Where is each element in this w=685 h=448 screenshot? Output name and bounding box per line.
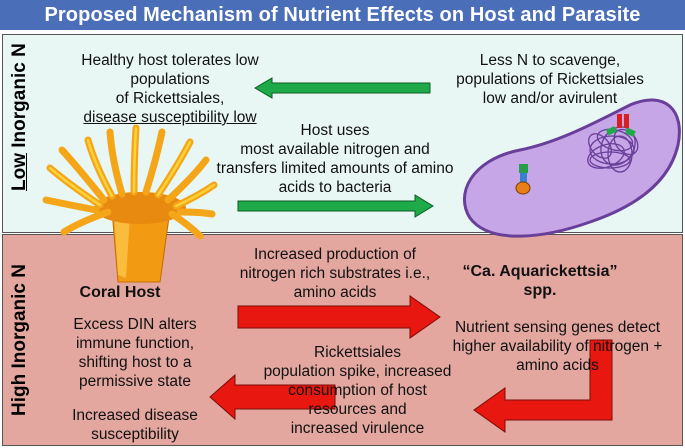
healthy-host-text: Healthy host tolerates low populations o… — [55, 51, 285, 127]
increased-production-text: Increased production of nitrogen rich su… — [215, 245, 455, 302]
text-line: shifting host to a — [78, 354, 192, 371]
coral-host-label: Coral Host — [79, 284, 161, 301]
text-line: immune function, — [75, 335, 195, 352]
text-line: higher availability of nitrogen + — [452, 338, 663, 355]
nutrient-sensing-text: Nutrient sensing genes detect higher ava… — [435, 318, 680, 375]
text-line: populations of Rickettsiales — [456, 71, 644, 88]
text-line: disease susceptibility low — [83, 109, 257, 126]
text-line: Healthy host tolerates low — [81, 52, 259, 69]
text-line: low and/or avirulent — [482, 90, 618, 107]
text-line: consumption of host — [288, 382, 427, 399]
diagram-title: Proposed Mechanism of Nutrient Effects o… — [0, 0, 685, 30]
text-line: resources and — [308, 401, 407, 418]
less-n-text: Less N to scavenge, populations of Ricke… — [435, 51, 665, 108]
text-line: susceptibility — [91, 426, 179, 443]
text-line: permissive state — [79, 373, 191, 390]
text-line: Increased disease — [72, 407, 198, 424]
excess-din-text: Excess DIN alters immune function, shift… — [45, 315, 225, 391]
rickettsiales-spike-text: Rickettsiales population spike, increase… — [250, 343, 465, 438]
red-arrow-down-left — [473, 339, 613, 433]
text-line: increased virulence — [290, 420, 425, 437]
red-arrow-right — [237, 295, 441, 339]
text-line: populations — [130, 71, 210, 88]
text-line: Host uses — [300, 122, 370, 139]
text-line: transfers limited amounts of amino — [216, 160, 454, 177]
text-line: Rickettsiales — [314, 344, 401, 361]
text-line: Less N to scavenge, — [479, 52, 621, 69]
text-line: spp. — [523, 282, 557, 299]
bacterium-illustration — [463, 98, 681, 238]
text-line: amino acids — [293, 284, 377, 301]
text-line: acids to bacteria — [278, 179, 392, 196]
text-line: nitrogen rich substrates i.e., — [239, 265, 431, 282]
text-line: “Ca. Aquarickettsia” — [462, 263, 618, 280]
text-line: amino acids — [516, 357, 599, 374]
bacteria-name-label: “Ca. Aquarickettsia” spp. — [455, 262, 625, 300]
green-arrow-left — [254, 77, 431, 99]
green-arrow-right — [237, 194, 434, 218]
text-line: of Rickettsiales, — [115, 90, 225, 107]
coral-host-illustration — [42, 124, 218, 283]
text-line: Increased production of — [254, 246, 416, 263]
text-line: most available nitrogen and — [240, 141, 430, 158]
text-line: Excess DIN alters — [73, 316, 197, 333]
text-line: population spike, increased — [263, 363, 452, 380]
disease-susceptibility-text: Increased disease susceptibility — [45, 406, 225, 444]
red-arrow-left — [209, 373, 336, 421]
host-uses-text: Host uses most available nitrogen and tr… — [200, 121, 470, 197]
text-line: Nutrient sensing genes detect — [454, 319, 661, 336]
